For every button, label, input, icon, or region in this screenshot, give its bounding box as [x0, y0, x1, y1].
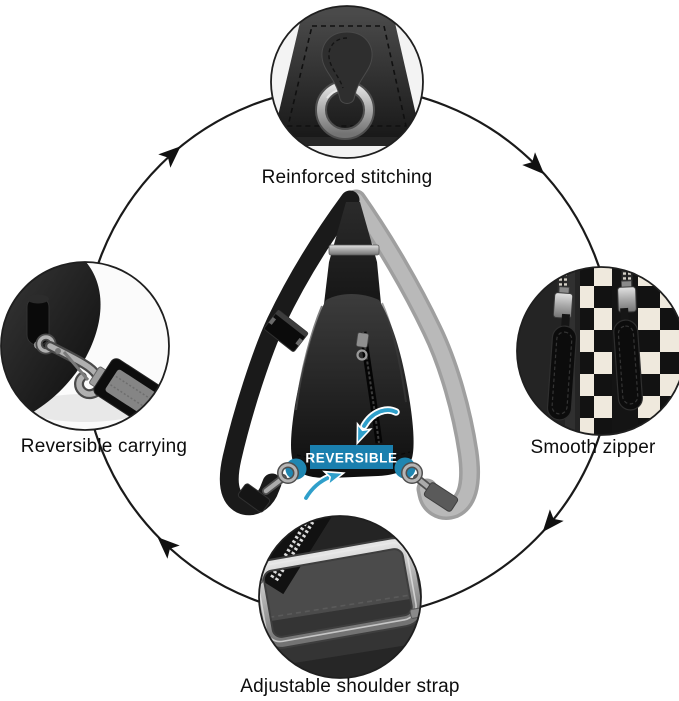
cycle-arrowhead-ne-icon: [522, 152, 545, 175]
cycle-arrowhead-se-icon: [542, 509, 564, 532]
right-clasp-assembly: [394, 457, 459, 512]
caption-reversible-carrying: Reversible carrying: [20, 436, 188, 457]
curved-arrow-lower-icon: [302, 470, 346, 502]
caption-reinforced-stitching: Reinforced stitching: [261, 167, 433, 188]
zipper-right: [613, 267, 643, 411]
cycle-arrowhead-nw-icon: [158, 146, 181, 168]
reversible-badge-label: REVERSIBLE: [305, 451, 397, 466]
sling-bag-illustration: REVERSIBLE: [219, 189, 481, 520]
callout-circle-reversible-carrying: [0, 261, 170, 431]
zipper-slider: [355, 332, 370, 348]
strap-adjuster-buckle: [263, 309, 309, 352]
black-strap: [219, 190, 360, 516]
slider-buckle: [259, 537, 421, 649]
left-clasp-assembly: [237, 458, 307, 513]
callout-circle-smooth-zipper: [516, 266, 679, 436]
reversible-badge: REVERSIBLE: [305, 445, 397, 469]
leather-tab: [321, 31, 373, 104]
stitching-line: [286, 25, 407, 127]
callout-circle-reinforced-stitching: [270, 5, 424, 159]
curved-arrow-upper-icon: [356, 406, 400, 446]
zipper-pull-ring: [356, 349, 368, 361]
cycle-arrowhead-sw-icon: [157, 537, 180, 559]
caption-adjustable-shoulder-strap: Adjustable shoulder strap: [240, 676, 460, 697]
front-zipper: [355, 331, 383, 444]
strap-anchor-bar: [328, 244, 380, 256]
caption-smooth-zipper: Smooth zipper: [530, 437, 656, 458]
